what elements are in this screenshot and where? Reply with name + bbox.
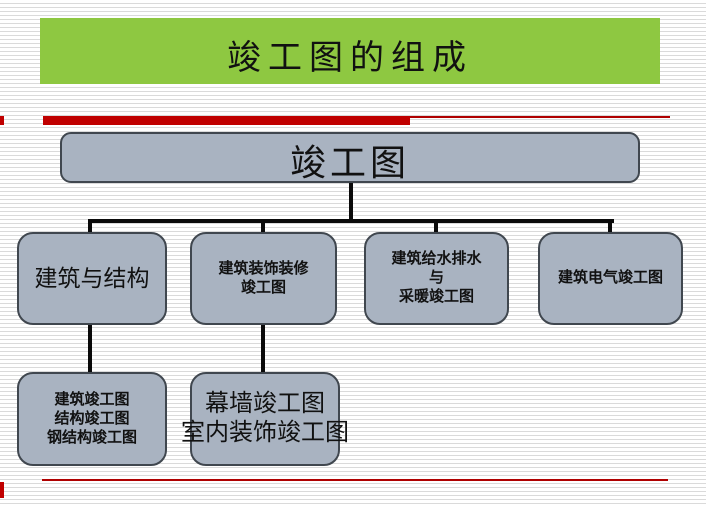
node-label-line: 室内装饰竣工图: [181, 420, 349, 446]
node-root-label: 竣工图: [289, 142, 410, 183]
node-label-line: 建筑给水排水: [391, 251, 482, 267]
node-label-line: 结构竣工图: [54, 410, 130, 427]
node-label-line: 建筑装饰装修: [218, 260, 309, 277]
connector-tick-3: [434, 219, 438, 233]
node-electrical: 建筑电气竣工图: [538, 232, 683, 325]
red-rule-bottom: [42, 479, 668, 481]
node-label-line: 钢结构竣工图: [46, 429, 137, 446]
node-label-line: 采暖竣工图: [398, 289, 474, 305]
connector-b2-to-b6: [261, 325, 265, 373]
connector-tick-2: [261, 219, 265, 233]
connector-tick-4: [608, 219, 612, 233]
slide-title: 竣工图的组成: [227, 39, 473, 77]
node-label: 建筑与结构: [34, 265, 150, 291]
connector-root-vertical: [349, 183, 353, 221]
node-structure-details: 建筑竣工图 结构竣工图 钢结构竣工图: [17, 372, 167, 466]
node-label-line: 与: [428, 270, 444, 286]
node-label-line: 竣工图: [240, 279, 286, 296]
title-banner: 竣工图的组成: [40, 18, 660, 84]
node-building-and-structure: 建筑与结构: [17, 232, 167, 325]
red-accent-bottom-left: [0, 482, 4, 498]
node-label-line: 幕墙竣工图: [205, 391, 325, 417]
red-accent-top-left: [0, 116, 4, 125]
node-water-supply-drainage-heating: 建筑给水排水 与 采暖竣工图: [364, 232, 509, 325]
red-rule-top: [410, 116, 670, 118]
node-decoration-finishing: 建筑装饰装修 竣工图: [190, 232, 337, 325]
connector-b1-to-b5: [88, 325, 92, 373]
node-label: 建筑电气竣工图: [557, 270, 663, 286]
node-decoration-details: 幕墙竣工图 室内装饰竣工图: [181, 372, 349, 466]
red-accent-bar: [43, 116, 410, 125]
node-root: 竣工图: [60, 132, 640, 183]
connector-tick-1: [88, 219, 92, 233]
connector-horizontal-main: [88, 219, 614, 223]
node-label-line: 建筑竣工图: [54, 391, 130, 408]
